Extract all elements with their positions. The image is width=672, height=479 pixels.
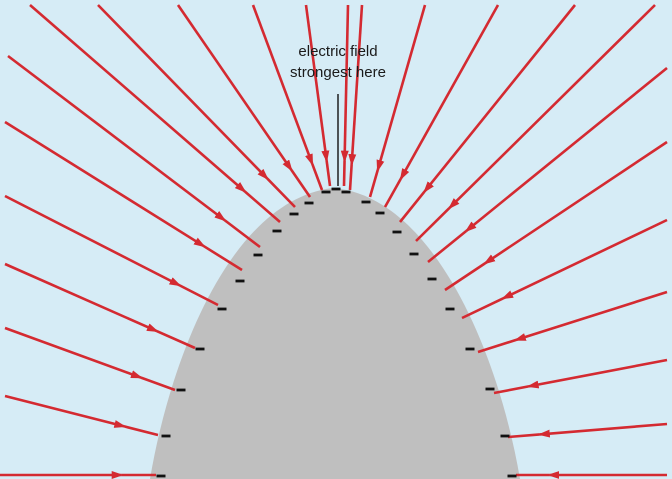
minus-charge-9 [290, 213, 299, 216]
minus-charge-19 [446, 308, 455, 311]
minus-charge-20 [466, 348, 475, 351]
field-line-14-tail [350, 164, 352, 190]
minus-charge-15 [376, 212, 385, 215]
minus-charge-8 [273, 230, 282, 233]
annotation-line-1: electric field [298, 43, 377, 60]
minus-charge-13 [342, 191, 351, 194]
minus-charge-4 [196, 348, 205, 351]
minus-charge-23 [508, 475, 517, 478]
minus-charge-5 [218, 308, 227, 311]
minus-charge-18 [428, 278, 437, 281]
minus-charge-12 [332, 188, 341, 191]
minus-charge-14 [362, 201, 371, 204]
minus-charge-10 [305, 202, 314, 205]
annotation-line-2: strongest here [290, 64, 386, 81]
minus-charge-3 [177, 389, 186, 392]
field-line-13-tail [344, 161, 345, 186]
minus-charge-16 [393, 231, 402, 234]
minus-charge-21 [486, 388, 495, 391]
minus-charge-17 [410, 253, 419, 256]
minus-charge-11 [322, 191, 331, 194]
minus-charge-2 [162, 435, 171, 438]
minus-charge-7 [254, 254, 263, 257]
minus-charge-6 [236, 280, 245, 283]
minus-charge-22 [501, 435, 510, 438]
minus-charge-1 [157, 475, 166, 478]
